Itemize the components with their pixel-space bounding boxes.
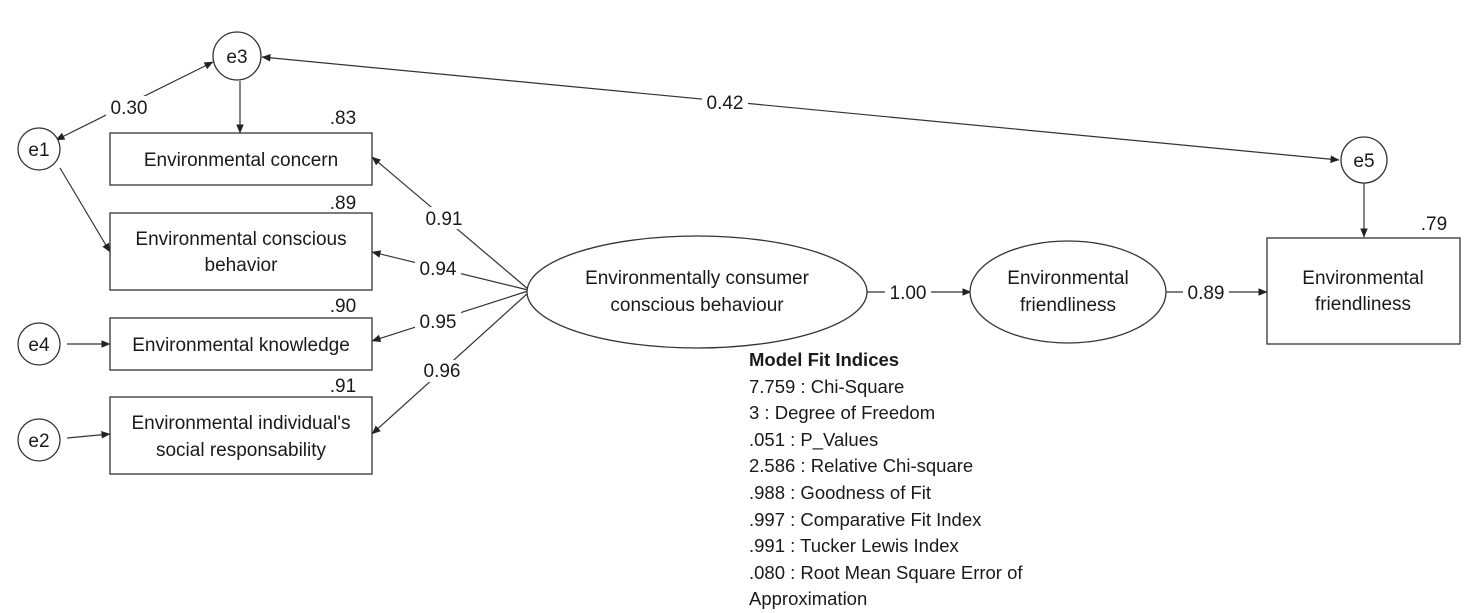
error-e3: e3 bbox=[212, 31, 262, 81]
indicator-label-line2: behavior bbox=[205, 255, 279, 276]
latent-consumer: Environmentally consumer conscious behav… bbox=[526, 235, 868, 349]
fit-degrees-of-freedom: 3 : Degree of Freedom bbox=[749, 402, 936, 424]
indicators: Environmental concern Environmental cons… bbox=[109, 132, 1461, 475]
latent-label-line2: friendliness bbox=[1020, 295, 1116, 316]
coef-consumer-to-friendliness: 1.00 bbox=[890, 283, 927, 304]
latent-label-line2: conscious behaviour bbox=[610, 295, 784, 316]
fit-chi-square: 7.759 : Chi-Square bbox=[749, 375, 905, 397]
r2-social: .91 bbox=[330, 376, 356, 397]
coef-e3-e5: 0.42 bbox=[707, 93, 744, 114]
r2-knowledge: .90 bbox=[330, 296, 356, 317]
coef-e1-e3: 0.30 bbox=[111, 98, 148, 119]
indicator-label: Environmental concern bbox=[144, 150, 338, 171]
error-label: e1 bbox=[28, 140, 49, 161]
path-e2-social bbox=[66, 431, 111, 439]
coef-to-conscious-behavior: 0.94 bbox=[420, 259, 457, 280]
model-fit-title: Model Fit Indices bbox=[749, 349, 900, 370]
error-e4: e4 bbox=[17, 322, 61, 366]
indicator-concern: Environmental concern bbox=[109, 132, 373, 186]
fit-p-value: .051 : P_Values bbox=[749, 428, 879, 450]
indicator-knowledge: Environmental knowledge bbox=[109, 317, 373, 371]
indicator-label-line1: Environmental bbox=[1302, 268, 1423, 289]
r2-friendliness-observed: .79 bbox=[1421, 214, 1447, 235]
error-e2: e2 bbox=[17, 418, 61, 462]
model-fit-panel: Model Fit Indices 7.759 : Chi-Square 3 :… bbox=[749, 347, 1109, 613]
r2-conscious-behavior: .89 bbox=[330, 193, 356, 214]
indicator-conscious-behavior: Environmental conscious behavior bbox=[109, 212, 373, 291]
covariance-e3-e5 bbox=[261, 54, 1340, 163]
error-label: e2 bbox=[28, 431, 49, 452]
indicator-label: Environmental knowledge bbox=[132, 335, 350, 356]
fit-comparative-fit-index: .997 : Comparative Fit Index bbox=[749, 508, 982, 530]
r2-concern: .83 bbox=[330, 108, 356, 129]
indicator-label-line1: Environmental conscious bbox=[135, 229, 346, 250]
path-e1-conscious-behavior bbox=[59, 167, 111, 253]
fit-rmsea-line1: .080 : Root Mean Square Error of bbox=[749, 561, 1023, 583]
error-label: e5 bbox=[1353, 151, 1374, 172]
latent-friendliness: Environmental friendliness bbox=[969, 240, 1167, 344]
indicator-label-line1: Environmental individual's bbox=[131, 413, 350, 434]
path-coefficients: 0.30 0.42 0.91 0.94 0.95 0.96 1.00 0.89 bbox=[106, 92, 1229, 382]
indicator-friendliness-observed: Environmental friendliness bbox=[1266, 237, 1461, 345]
coef-to-concern: 0.91 bbox=[426, 209, 463, 230]
coef-to-social: 0.96 bbox=[424, 361, 461, 382]
fit-rmsea-line2: Approximation bbox=[749, 588, 868, 610]
indicator-social: Environmental individual's social respon… bbox=[109, 396, 373, 475]
error-e5: e5 bbox=[1340, 136, 1388, 184]
latent-label-line1: Environmentally consumer bbox=[585, 268, 810, 289]
fit-relative-chi-square: 2.586 : Relative Chi-square bbox=[749, 455, 974, 477]
error-terms: e1 e2 e3 e4 e5 bbox=[17, 31, 1388, 462]
r-squared-values: .83 .89 .90 .91 .79 bbox=[330, 108, 1447, 397]
fit-goodness-of-fit: .988 : Goodness of Fit bbox=[749, 481, 932, 503]
error-e1: e1 bbox=[17, 127, 61, 171]
fit-tucker-lewis-index: .991 : Tucker Lewis Index bbox=[749, 535, 959, 557]
error-label: e4 bbox=[28, 335, 50, 356]
coef-to-knowledge: 0.95 bbox=[420, 312, 457, 333]
error-label: e3 bbox=[226, 47, 247, 68]
indicator-label-line2: friendliness bbox=[1315, 294, 1411, 315]
indicator-label-line2: social responsability bbox=[156, 440, 327, 461]
latent-label-line1: Environmental bbox=[1007, 268, 1128, 289]
latent-variables: Environmentally consumer conscious behav… bbox=[526, 235, 1167, 349]
coef-friendliness-to-observed: 0.89 bbox=[1188, 283, 1225, 304]
